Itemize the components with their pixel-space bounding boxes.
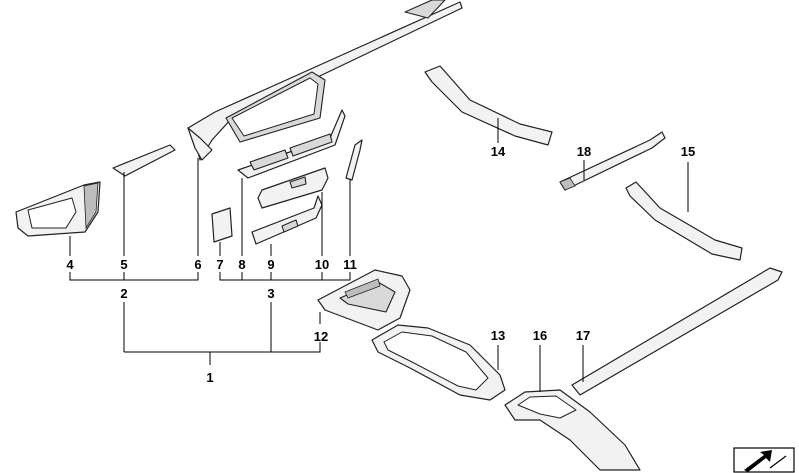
label-6: 6 [194, 257, 201, 272]
part-15-curved-strip [625, 181, 743, 261]
label-13: 13 [491, 328, 505, 343]
part-13-console-frame [371, 324, 506, 401]
label-3: 3 [267, 286, 274, 301]
label-11: 11 [343, 257, 357, 272]
label-16: 16 [533, 328, 547, 343]
part-10-control-trim [257, 167, 329, 209]
label-9: 9 [267, 257, 274, 272]
part-11-side-strip [345, 139, 363, 181]
label-5: 5 [120, 257, 127, 272]
label-2: 2 [120, 286, 127, 301]
label-4: 4 [66, 257, 74, 272]
part-4-vent-trim [15, 181, 101, 237]
part-6-dashboard-trim [187, 0, 463, 161]
part-5-trim-strip [112, 144, 176, 177]
part-8-console-trim [237, 109, 346, 179]
part-18-trim-bar [559, 131, 666, 191]
label-7: 7 [216, 257, 223, 272]
leader-lines [69, 118, 689, 392]
direction-arrow-icon [733, 447, 795, 473]
label-10: 10 [315, 257, 329, 272]
label-17: 17 [576, 328, 590, 343]
part-16-lower-frame [504, 389, 641, 471]
part-14-curved-strip [424, 65, 553, 146]
part-17-long-strip [571, 267, 783, 396]
callout-labels: 1 2 3 4 5 6 7 8 9 10 11 12 13 14 15 16 1… [66, 144, 695, 385]
label-18: 18 [577, 144, 591, 159]
label-12: 12 [314, 329, 328, 344]
part-7-trim-piece [211, 207, 233, 243]
label-14: 14 [491, 144, 506, 159]
label-15: 15 [681, 144, 695, 159]
label-8: 8 [238, 257, 245, 272]
part-12-console-shelf [317, 269, 411, 331]
label-1: 1 [206, 370, 213, 385]
